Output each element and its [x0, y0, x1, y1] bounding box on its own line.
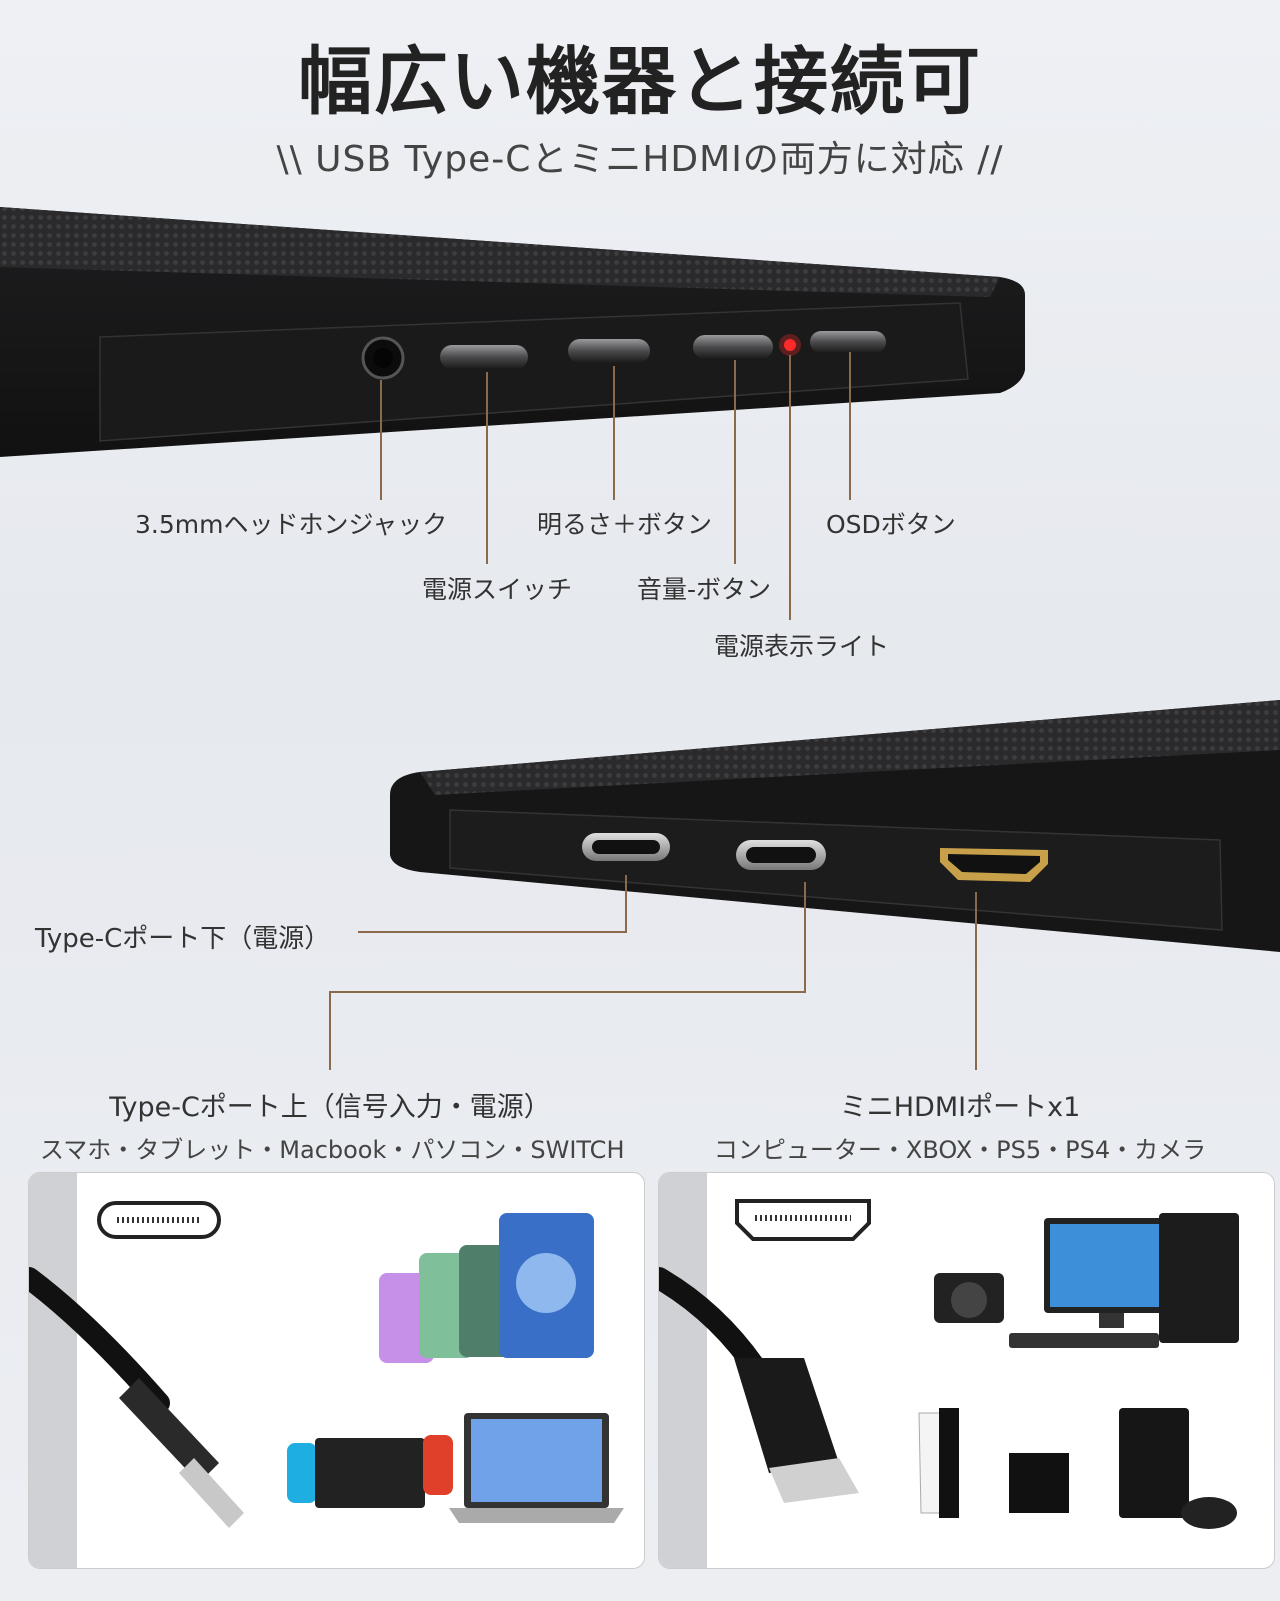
typec-cable-icon [119, 1378, 219, 1483]
label-power-light: 電源表示ライト [714, 632, 890, 661]
label-headphone-jack: 3.5mmヘッドホンジャック [135, 510, 448, 539]
caption-mini-hdmi: ミニHDMIポートx1 コンピューター・XBOX・PS5・PS4・カメラ [670, 1085, 1250, 1165]
label-brightness-button: 明るさ＋ボタン [537, 510, 713, 539]
typec-upper-title: Type-Cポート上（信号入力・電源） [109, 1092, 551, 1123]
page-title: 幅広い機器と接続可 [298, 39, 982, 125]
hdmi-cable-icon [734, 1358, 839, 1473]
label-osd-button: OSDボタン [826, 510, 956, 539]
ps5-icon [918, 1408, 959, 1518]
typec-devices-panel [28, 1172, 645, 1569]
nintendo-switch-icon [287, 1435, 453, 1508]
monitor-side-buttons [0, 195, 1280, 495]
top-leader-lines [380, 352, 851, 620]
monitor-side-ports [380, 690, 1280, 970]
mini-hdmi-devices: コンピューター・XBOX・PS5・PS4・カメラ [713, 1136, 1207, 1164]
mini-hdmi-title: ミニHDMIポートx1 [839, 1092, 1081, 1123]
hdmi-port-icon [735, 1199, 871, 1241]
xbox-icon [1119, 1408, 1237, 1529]
ps4-icon [1009, 1453, 1069, 1513]
typec-upper-devices: スマホ・タブレット・Macbook・パソコン・SWITCH [40, 1136, 625, 1164]
camera-icon [934, 1273, 1004, 1323]
label-volume-button: 音量-ボタン [637, 575, 772, 604]
label-typec-lower: Type-Cポート下（電源） [35, 924, 331, 954]
label-power-switch: 電源スイッチ [422, 575, 573, 604]
phones-tablet-icon [379, 1213, 594, 1363]
hdmi-devices-panel [658, 1172, 1275, 1569]
caption-typec-upper: Type-Cポート上（信号入力・電源） スマホ・タブレット・Macbook・パソ… [40, 1085, 625, 1165]
laptop-icon [449, 1413, 624, 1523]
page-subtitle: \\ USB Type-CとミニHDMIの両方に対応 // [276, 139, 1004, 180]
bottom-leader-lines [329, 875, 977, 1070]
desktop-computer-icon [1009, 1213, 1239, 1348]
